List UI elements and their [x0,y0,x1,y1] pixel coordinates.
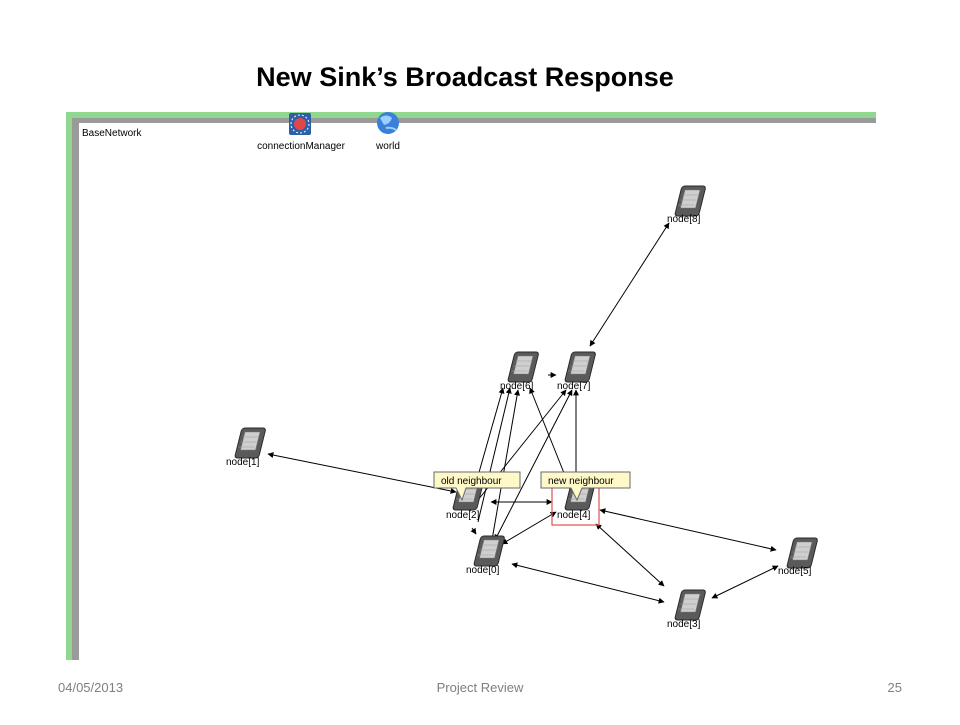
node-0[interactable]: node[0] [466,535,506,576]
network-name: BaseNetwork [82,128,142,139]
node-8[interactable]: node[8] [667,185,707,225]
link-4-6 [529,387,571,489]
footer-title: Project Review [436,680,524,695]
new-neighbour-callout: new neighbour [540,471,631,502]
link-8-7 [589,222,670,347]
node-2[interactable]: node[2] [446,479,485,521]
page-number: 25 [887,680,902,695]
node-label: node[0] [466,565,500,576]
old-neighbour-label: old neighbour [441,476,502,487]
node-6[interactable]: node[6] [500,351,540,392]
world-globe-icon[interactable] [377,112,399,134]
node-7[interactable]: node[7] [557,351,597,392]
world-label: world [375,141,400,152]
new-neighbour-label: new neighbour [548,476,614,487]
link-4-5 [599,508,777,552]
node-label: node[5] [778,566,812,577]
node-label: node[2] [446,510,480,521]
old-neighbour-callout: old neighbour [433,471,521,502]
connection-manager-icon[interactable] [289,113,311,135]
node-3[interactable]: node[3] [667,589,707,630]
link-1-2 [267,452,457,494]
node-5[interactable]: node[5] [778,537,819,577]
connection-manager-label: connectionManager [257,141,346,152]
node-1[interactable]: node[1] [226,427,267,468]
link-0-3 [511,562,665,604]
node-label: node[8] [667,214,701,225]
node-label: node[7] [557,381,591,392]
link-0-4 [501,511,557,545]
link-2-0 [470,527,477,535]
node-label: node[3] [667,619,701,630]
node-4[interactable]: node[4] [557,479,597,521]
node-label: node[6] [500,381,534,392]
node-label: node[1] [226,457,260,468]
node-label: node[4] [557,510,591,521]
canvas-area [79,123,876,660]
link-3-5 [711,565,779,599]
footer-date: 04/05/2013 [58,680,124,695]
slide-title: New Sink’s Broadcast Response [256,62,674,92]
